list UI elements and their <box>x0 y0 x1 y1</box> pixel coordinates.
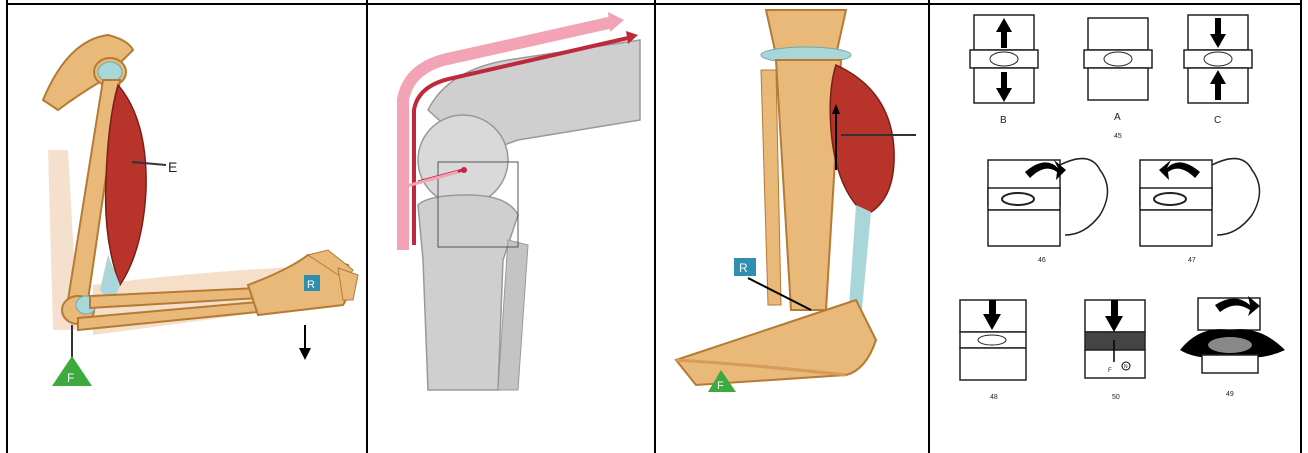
label-b: B <box>1000 115 1007 126</box>
label-fig46: 46 <box>1038 257 1046 264</box>
panel-arm-lever: E R F <box>6 0 366 453</box>
vertebra-pair-a <box>1084 18 1152 100</box>
spine-illustration: B A 45 C <box>930 0 1302 453</box>
vertebra-shear-48 <box>960 300 1026 380</box>
fulcrum-label: F <box>717 380 724 392</box>
panel-leg-lever: R F <box>654 0 928 453</box>
label-a: A <box>1114 112 1121 123</box>
label-fig50: 50 <box>1112 394 1120 401</box>
label-c: C <box>1214 115 1221 126</box>
label-fig48: 48 <box>990 394 998 401</box>
joint-point <box>461 167 467 173</box>
vertebra-rotation-46 <box>988 159 1108 246</box>
vertebra-compression-50 <box>1085 300 1145 378</box>
vertebra-pair-b <box>970 15 1038 103</box>
vertebra-pair-c <box>1184 15 1252 103</box>
label-fig47: 47 <box>1188 257 1196 264</box>
panel-knee-lever <box>366 0 654 453</box>
resistance-label: R <box>739 261 748 275</box>
femur-condyle <box>418 115 508 205</box>
panel-spine-discs: B A 45 C <box>928 0 1302 453</box>
vertebra-torsion-49 <box>1180 296 1285 373</box>
fulcrum-label: F <box>67 371 74 385</box>
foot <box>676 300 876 385</box>
arm-illustration: E R F <box>8 0 366 453</box>
leg-illustration: R F <box>656 0 928 453</box>
resistance-label: R <box>307 279 315 291</box>
vertebra-rotation-47 <box>1140 159 1260 246</box>
label-fig45: 45 <box>1114 133 1122 140</box>
resistance-arrow-head <box>299 348 311 360</box>
calf-muscle <box>830 65 894 215</box>
label-fig49: 49 <box>1226 391 1234 398</box>
pink-arrow-head <box>608 12 624 32</box>
biceps-muscle <box>106 85 147 285</box>
label-n: N <box>1124 364 1128 370</box>
label-f: F <box>1108 368 1112 374</box>
knee-illustration <box>368 0 654 453</box>
effort-label: E <box>168 159 177 175</box>
